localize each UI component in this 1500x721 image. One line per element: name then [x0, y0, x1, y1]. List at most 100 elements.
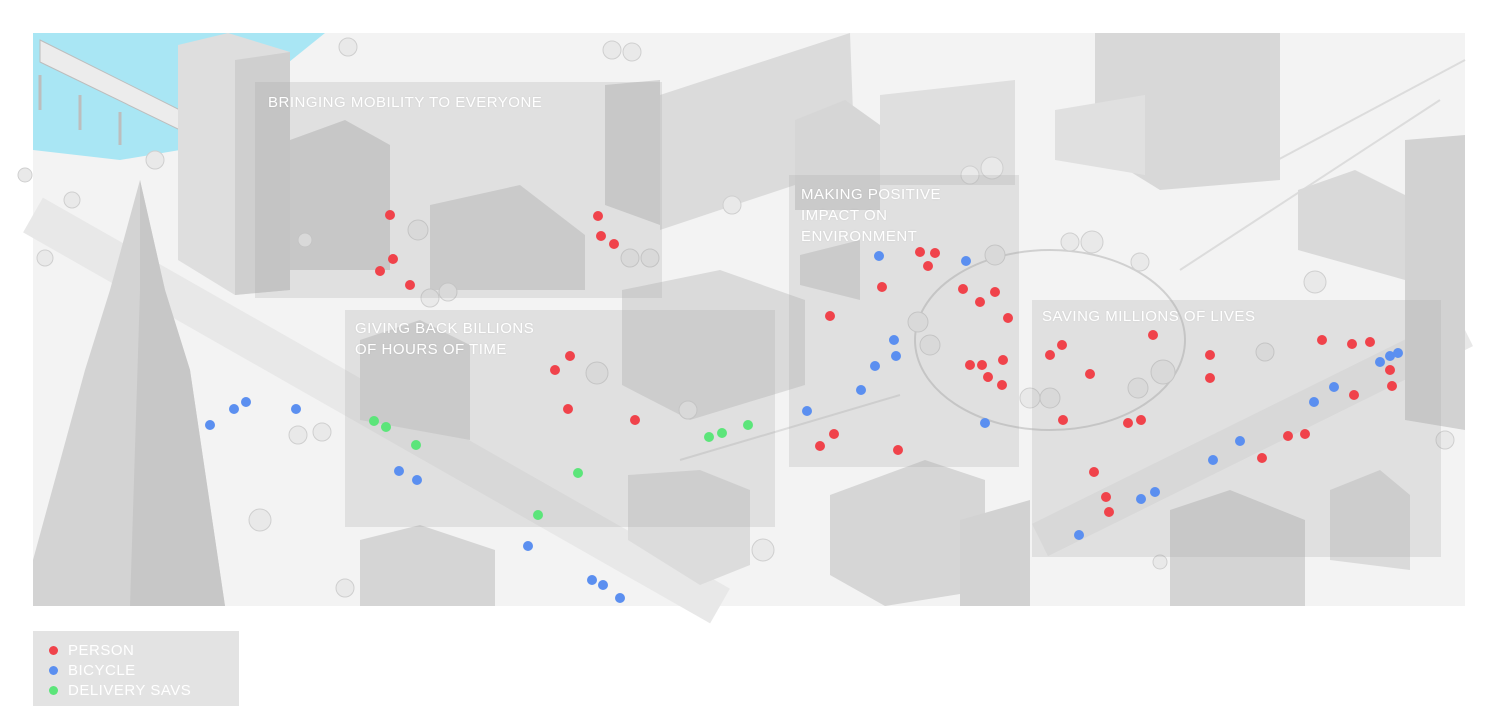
person-dot [825, 311, 835, 321]
bicycle-dot [874, 251, 884, 261]
trees [17, 37, 1455, 598]
bicycle-dot [1329, 382, 1339, 392]
person-dot [998, 355, 1008, 365]
bicycle-dot [1375, 357, 1385, 367]
person-dot [1300, 429, 1310, 439]
person-dot [550, 365, 560, 375]
delivery-dot [381, 422, 391, 432]
panel-lives [1032, 300, 1441, 557]
panel-environment [789, 175, 1019, 467]
bicycle-dot [229, 404, 239, 414]
person-dot [1058, 415, 1068, 425]
legend: PERSON BICYCLE DELIVERY SAVS [33, 631, 239, 706]
bicycle-dot [1074, 530, 1084, 540]
bicycle-dot [598, 580, 608, 590]
bicycle-dot [1208, 455, 1218, 465]
person-dot [1387, 381, 1397, 391]
person-dot [385, 210, 395, 220]
person-dot [609, 239, 619, 249]
person-dot [1385, 365, 1395, 375]
person-dot [405, 280, 415, 290]
person-dot [893, 445, 903, 455]
delivery-dot [533, 510, 543, 520]
panel-mobility [255, 82, 662, 298]
person-dot [1205, 350, 1215, 360]
person-dot [990, 287, 1000, 297]
bicycle-dot [889, 335, 899, 345]
bicycle-dot [1235, 436, 1245, 446]
delivery-dot [743, 420, 753, 430]
person-dot [1089, 467, 1099, 477]
person-dot [1365, 337, 1375, 347]
bicycle-dot-icon [49, 665, 58, 675]
person-dot [563, 404, 573, 414]
delivery-dot-icon [49, 685, 58, 695]
agent-dots [205, 210, 1403, 603]
bicycle-dot [1393, 348, 1403, 358]
bicycle-dot [291, 404, 301, 414]
person-dot [915, 247, 925, 257]
panel-label-time: GIVING BACK BILLIONS OF HOURS OF TIME [355, 320, 535, 358]
person-dot [1123, 418, 1133, 428]
bicycle-dot [891, 351, 901, 361]
person-dot [983, 372, 993, 382]
bicycle-dot [980, 418, 990, 428]
person-dot [1205, 373, 1215, 383]
person-dot [388, 254, 398, 264]
bicycle-dot [1309, 397, 1319, 407]
person-dot [1349, 390, 1359, 400]
delivery-dot [704, 432, 714, 442]
person-dot [815, 441, 825, 451]
panel-time [345, 310, 775, 527]
legend-item-bicycle: BICYCLE [49, 660, 136, 680]
bicycle-dot [587, 575, 597, 585]
person-dot [1101, 492, 1111, 502]
legend-item-person: PERSON [49, 640, 134, 660]
highlight-panels [255, 82, 1441, 557]
bicycle-dot [856, 385, 866, 395]
person-dot [958, 284, 968, 294]
person-dot [375, 266, 385, 276]
bicycle-dot [1150, 487, 1160, 497]
person-dot [923, 261, 933, 271]
legend-label-delivery: DELIVERY SAVS [68, 681, 192, 699]
bicycle-dot [961, 256, 971, 266]
person-dot [630, 415, 640, 425]
person-dot [930, 248, 940, 258]
person-dot-icon [49, 645, 58, 655]
delivery-dot [573, 468, 583, 478]
person-dot [1136, 415, 1146, 425]
bicycle-dot [523, 541, 533, 551]
bicycle-dot [394, 466, 404, 476]
person-dot [593, 211, 603, 221]
person-dot [1085, 369, 1095, 379]
bicycle-dot [870, 361, 880, 371]
person-dot [977, 360, 987, 370]
delivery-dot [411, 440, 421, 450]
person-dot [596, 231, 606, 241]
person-dot [1283, 431, 1293, 441]
person-dot [1257, 453, 1267, 463]
delivery-dot [369, 416, 379, 426]
person-dot [877, 282, 887, 292]
person-dot [1003, 313, 1013, 323]
legend-item-delivery: DELIVERY SAVS [49, 680, 191, 700]
panel-label-mobility: BRINGING MOBILITY TO EVERYONE [268, 94, 543, 111]
person-dot [1104, 507, 1114, 517]
bicycle-dot [802, 406, 812, 416]
person-dot [997, 380, 1007, 390]
bicycle-dot [1136, 494, 1146, 504]
person-dot [829, 429, 839, 439]
tower [33, 180, 225, 606]
legend-label-bicycle: BICYCLE [68, 661, 136, 679]
person-dot [975, 297, 985, 307]
person-dot [965, 360, 975, 370]
person-dot [1057, 340, 1067, 350]
bicycle-dot [1385, 351, 1395, 361]
person-dot [1045, 350, 1055, 360]
person-dot [565, 351, 575, 361]
person-dot [1148, 330, 1158, 340]
person-dot [1347, 339, 1357, 349]
legend-label-person: PERSON [68, 641, 135, 659]
